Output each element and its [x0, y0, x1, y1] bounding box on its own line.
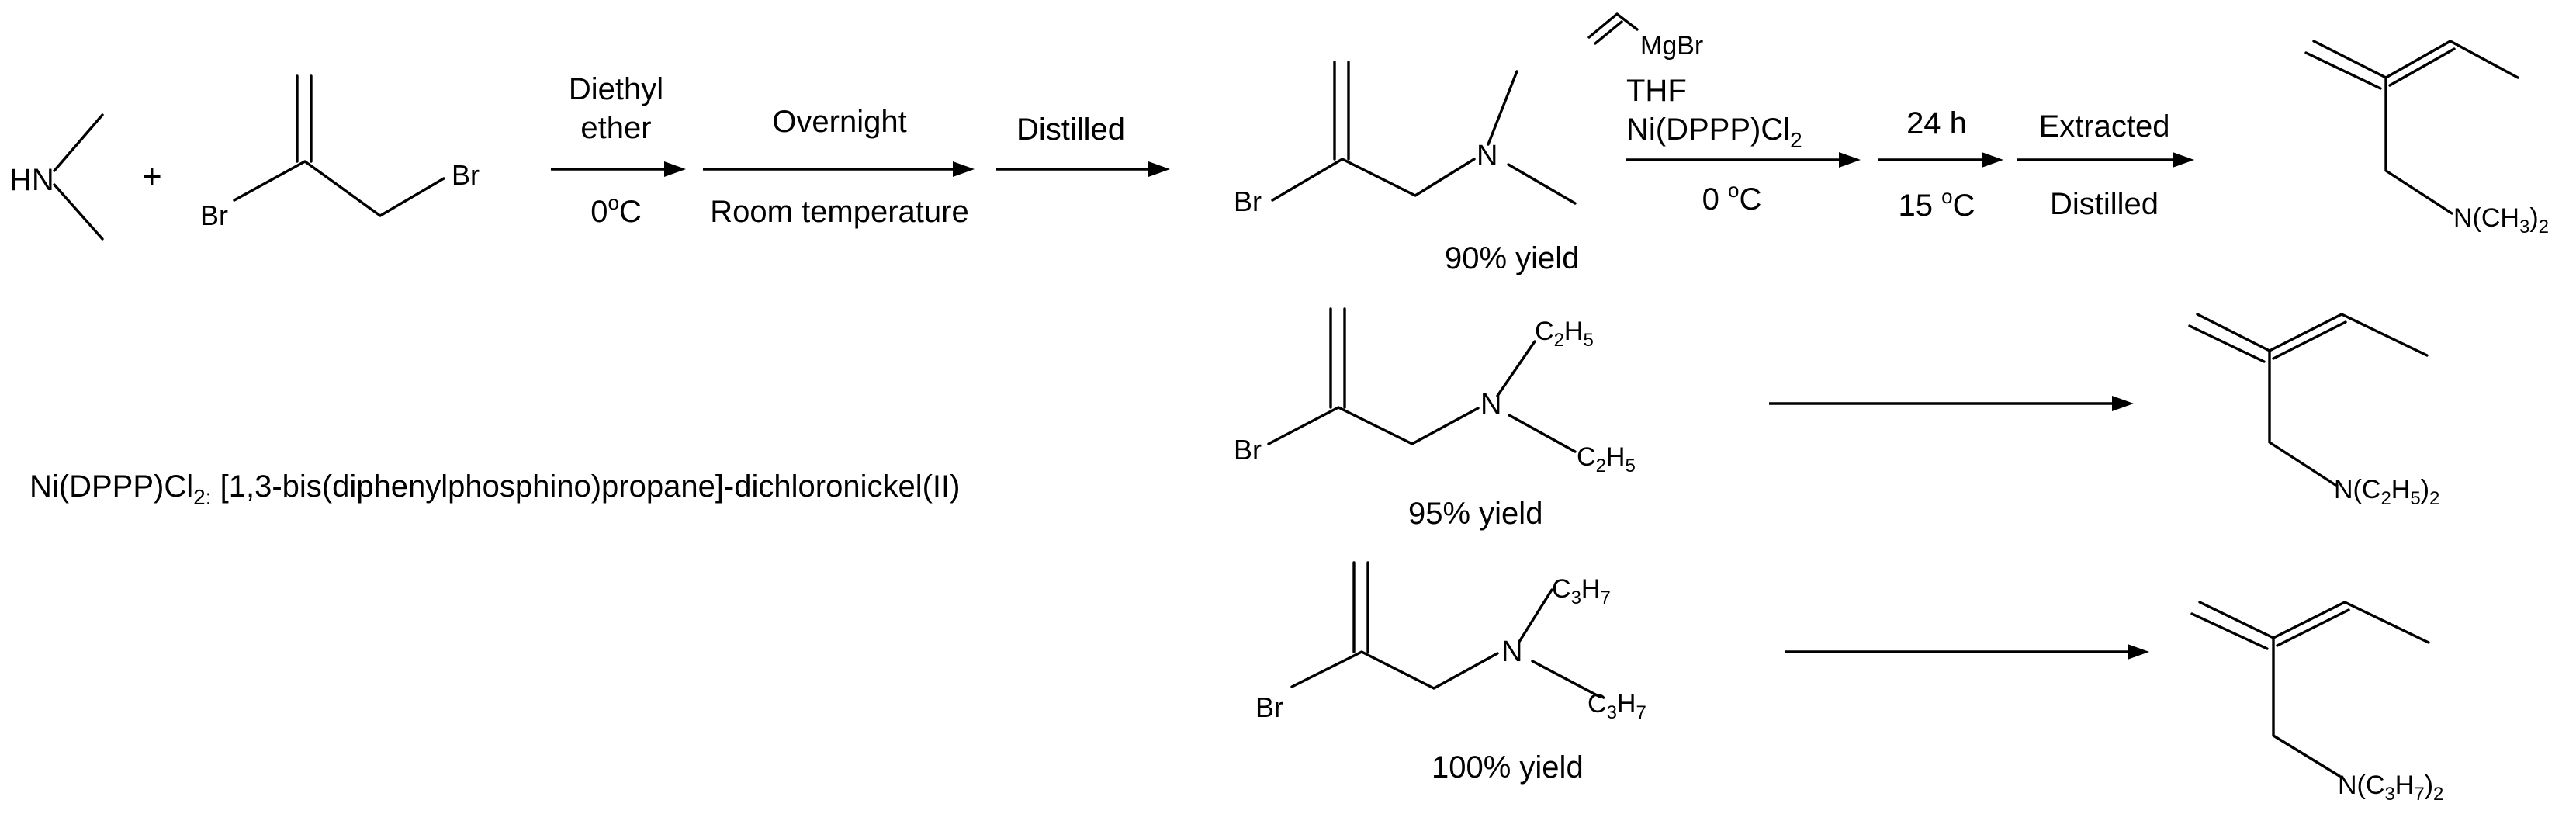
product-2-structure: N(C2H5)2 — [2188, 313, 2439, 509]
intermediate-3-propyl-bottom: C3H7 — [1587, 689, 1646, 723]
intermediate-1-structure: Br N — [1234, 61, 1577, 217]
intermediate-3-yield: 100% yield — [1432, 750, 1584, 785]
dibromide-br-right: Br — [452, 159, 480, 191]
step4-solvent: THF — [1626, 74, 1687, 108]
step6-arrow — [2017, 152, 2194, 168]
intermediate-1-yield: 90% yield — [1445, 241, 1579, 275]
step1-condition-line1: Diethyl — [569, 72, 663, 106]
step2-temperature: Room temperature — [710, 195, 968, 229]
dimethylamine-structure: HN — [9, 113, 104, 241]
intermediate-2-ethyl-bottom: C2H5 — [1577, 442, 1636, 476]
amine-hn-label: HN — [9, 163, 54, 197]
row3-arrow — [1785, 644, 2149, 660]
step4-arrow — [1626, 152, 1861, 168]
intermediate-1-br: Br — [1234, 185, 1262, 217]
step1-temperature: 0oC — [590, 191, 642, 229]
product-3-amine-group: N(C3H7)2 — [2338, 771, 2443, 805]
catalyst-definition: Ni(DPPP)Cl2: [1,3-bis(diphenylphosphino)… — [29, 469, 960, 509]
product-2-amine-group: N(C2H5)2 — [2334, 475, 2439, 509]
intermediate-2-br: Br — [1234, 434, 1262, 466]
step2-arrow — [703, 161, 975, 177]
intermediate-1-n: N — [1477, 140, 1497, 172]
dibromide-br-left: Br — [200, 199, 228, 231]
step6-workup: Extracted — [2039, 109, 2170, 144]
dibromopropene-structure: Br Br — [200, 74, 480, 231]
step4-temperature: 0 oC — [1702, 178, 1762, 216]
row2-arrow — [1769, 396, 2134, 411]
grignard-mgbr: MgBr — [1640, 31, 1703, 61]
step6-purification: Distilled — [2050, 187, 2159, 221]
product-1-structure: N(CH3)2 — [2304, 40, 2549, 237]
intermediate-3-structure: Br N C3H7 C3H7 — [1255, 561, 1646, 723]
intermediate-2-yield: 95% yield — [1408, 497, 1542, 531]
step5-time: 24 h — [1906, 106, 1967, 140]
intermediate-3-propyl-top: C3H7 — [1552, 574, 1611, 608]
step1-arrow — [551, 161, 686, 177]
intermediate-3-n: N — [1501, 636, 1522, 668]
product-3-structure: N(C3H7)2 — [2190, 601, 2443, 805]
intermediate-2-structure: Br N C2H5 C2H5 — [1234, 307, 1636, 476]
vinylmagnesium-bromide-structure: MgBr — [1587, 12, 1703, 61]
step3-arrow — [996, 161, 1170, 177]
intermediate-3-br: Br — [1255, 691, 1283, 723]
intermediate-2-n: N — [1480, 388, 1501, 421]
step4-catalyst: Ni(DPPP)Cl2 — [1626, 113, 1802, 152]
step5-temperature: 15 oC — [1899, 185, 1975, 223]
plus-sign: + — [142, 158, 162, 196]
intermediate-2-ethyl-top: C2H5 — [1535, 317, 1594, 351]
step1-condition-line2: ether — [580, 111, 651, 145]
step3-condition: Distilled — [1016, 113, 1125, 147]
step2-condition: Overnight — [772, 105, 906, 139]
product-1-amine-group: N(CH3)2 — [2453, 203, 2549, 237]
step5-arrow — [1878, 152, 2003, 168]
